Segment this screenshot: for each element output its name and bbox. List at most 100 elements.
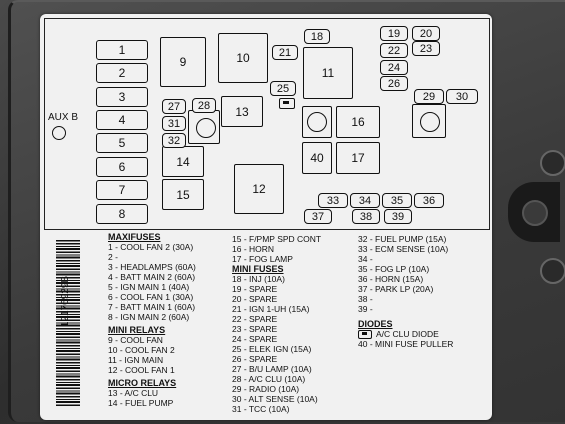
relay-12: 12 — [234, 164, 284, 214]
fuse-7: 7 — [96, 180, 148, 200]
fuse-27: 27 — [162, 99, 186, 114]
diode-label: A/C CLU DIODE — [376, 329, 439, 339]
legend-column-2: 15 - F/PMP SPD CONT 16 - HORN 17 - FOG L… — [232, 234, 321, 414]
fuse-18: 18 — [304, 29, 330, 44]
aux-b-label: AUX B — [48, 112, 79, 123]
fuse-2: 2 — [96, 63, 148, 83]
legend-column-3: 32 - FUEL PUMP (15A) 33 - ECM SENSE (10A… — [358, 234, 453, 349]
legend-row: 26 - SPARE — [232, 354, 278, 364]
fuse-35: 35 — [382, 193, 412, 208]
legend-row: 6 - COOL FAN 1 (30A) — [108, 292, 194, 302]
legend-row: 34 - — [358, 254, 373, 264]
fuse-21: 21 — [272, 45, 298, 60]
legend-row: 39 - — [358, 304, 373, 314]
relay-14: 14 — [162, 146, 204, 177]
legend-row: 32 - FUEL PUMP (15A) — [358, 234, 447, 244]
legend-row: 22 - SPARE — [232, 314, 278, 324]
fuse-31: 31 — [162, 116, 186, 131]
legend-row: 36 - HORN (15A) — [358, 274, 424, 284]
fuse-28: 28 — [192, 98, 216, 113]
legend-row: 8 - IGN MAIN 2 (60A) — [108, 312, 190, 322]
legend-row: A/C CLU DIODE — [358, 329, 453, 340]
legend-row: 16 - HORN — [232, 244, 275, 254]
legend-row: 7 - BATT MAIN 1 (60A) — [108, 302, 196, 312]
legend-row: 4 - BATT MAIN 2 (60A) — [108, 272, 196, 282]
legend-row: 11 - IGN MAIN — [108, 355, 164, 365]
legend-row: 13 - A/C CLU — [108, 388, 159, 398]
fuse-20: 20 — [412, 26, 440, 41]
relay-9: 9 — [160, 37, 206, 87]
fuse-33: 33 — [318, 193, 348, 208]
mini-fuses-heading: MINI FUSES — [232, 264, 284, 274]
legend-row: 18 - INJ (10A) — [232, 274, 285, 284]
legend-row: 15 - F/PMP SPD CONT — [232, 234, 322, 244]
legend-row: 21 - IGN 1-UH (15A) — [232, 304, 310, 314]
legend-row: 29 - RADIO (10A) — [232, 384, 300, 394]
fuse-36: 36 — [414, 193, 444, 208]
fuse-29: 29 — [414, 89, 444, 104]
legend-row: 33 - ECM SENSE (10A) — [358, 244, 449, 254]
fuse-23: 23 — [412, 41, 440, 56]
fuse-22: 22 — [380, 43, 408, 58]
lid-mount-hole — [540, 150, 565, 176]
barcode — [56, 240, 80, 406]
legend-row: 5 - IGN MAIN 1 (40A) — [108, 282, 190, 292]
legend-row: 28 - A/C CLU (10A) — [232, 374, 306, 384]
diode-icon — [358, 330, 372, 340]
fuse-puller-40: 40 — [302, 142, 332, 174]
socket-ring — [196, 118, 216, 138]
fuse-3: 3 — [96, 87, 148, 107]
socket-ring — [420, 112, 440, 132]
legend-row: 31 - TCC (10A) — [232, 404, 290, 414]
legend-row: 37 - PARK LP (20A) — [358, 284, 434, 294]
lid-mount-hole — [540, 258, 565, 284]
fuse-34: 34 — [350, 193, 380, 208]
aux-b-terminal — [52, 126, 66, 140]
fuse-39: 39 — [384, 209, 412, 224]
legend-row: 35 - FOG LP (10A) — [358, 264, 430, 274]
lid-latch-knob[interactable] — [508, 182, 560, 242]
fuse-6: 6 — [96, 157, 148, 177]
diode-icon — [279, 98, 295, 109]
legend-row: 9 - COOL FAN — [108, 335, 163, 345]
relay-17: 17 — [336, 142, 380, 174]
legend-row: 12 - COOL FAN 1 — [108, 365, 175, 375]
fuse-5: 5 — [96, 133, 148, 153]
fuse-19: 19 — [380, 26, 408, 41]
legend-row: 30 - ALT SENSE (10A) — [232, 394, 318, 404]
legend-row: 25 - ELEK IGN (15A) — [232, 344, 312, 354]
relay-11: 11 — [303, 47, 353, 99]
legend-row: 20 - SPARE — [232, 294, 278, 304]
legend-row: 2 - — [108, 252, 118, 262]
micro-relays-heading: MICRO RELAYS — [108, 378, 177, 388]
relay-15: 15 — [162, 179, 204, 210]
legend-row: 10 - COOL FAN 2 — [108, 345, 175, 355]
fuse-30: 30 — [446, 89, 478, 104]
part-number: 12176929B — [60, 275, 72, 328]
legend-row: 3 - HEADLAMPS (60A) — [108, 262, 196, 272]
legend-row: 40 - MINI FUSE PULLER — [358, 339, 454, 350]
fuse-37: 37 — [304, 209, 332, 224]
legend-row: 23 - SPARE — [232, 324, 278, 334]
fuse-38: 38 — [352, 209, 380, 224]
maxifuses-heading: MAXIFUSES — [108, 232, 161, 242]
fuse-1: 1 — [96, 40, 148, 60]
legend-row: 1 - COOL FAN 2 (30A) — [108, 242, 194, 252]
relay-16: 16 — [336, 106, 380, 138]
legend-row: 27 - B/U LAMP (10A) — [232, 364, 312, 374]
socket-ring — [307, 112, 327, 132]
mini-relays-heading: MINI RELAYS — [108, 325, 166, 335]
fuse-24: 24 — [380, 60, 408, 75]
legend-row: 19 - SPARE — [232, 284, 278, 294]
fuse-layout-frame — [44, 18, 490, 230]
legend-row: 38 - — [358, 294, 373, 304]
legend-row: 17 - FOG LAMP — [232, 254, 293, 264]
fuse-4: 4 — [96, 110, 148, 130]
fuse-25: 25 — [270, 81, 296, 96]
legend-column-1: MAXIFUSES 1 - COOL FAN 2 (30A) 2 - 3 - H… — [108, 232, 196, 408]
relay-13: 13 — [221, 96, 263, 127]
legend-row: 24 - SPARE — [232, 334, 278, 344]
relay-10: 10 — [218, 33, 268, 83]
fuse-26: 26 — [380, 76, 408, 91]
legend-row: 14 - FUEL PUMP — [108, 398, 174, 408]
